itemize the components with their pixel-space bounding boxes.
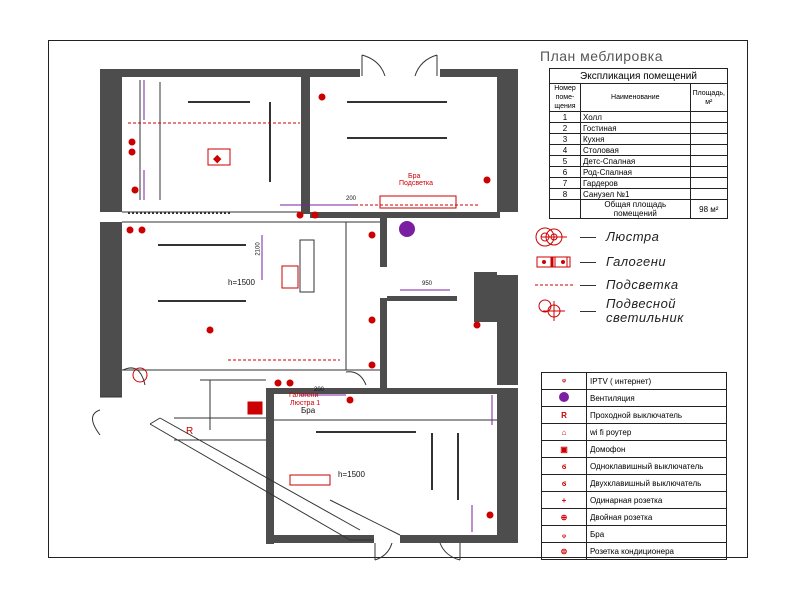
ventilation-symbol bbox=[399, 221, 415, 237]
single-socket-icon: + bbox=[541, 491, 587, 509]
label-pass-switch: R bbox=[186, 426, 194, 437]
interior-lines bbox=[92, 80, 497, 541]
total-label: Общая площадь помещений bbox=[580, 199, 691, 219]
label-h1500-b: h=1500 bbox=[338, 470, 365, 479]
doors bbox=[122, 54, 461, 561]
bath-fixture bbox=[289, 474, 331, 486]
legend-backlight: Подсветка bbox=[532, 273, 679, 297]
wall-top-right bbox=[440, 69, 518, 77]
wifi-router-icon: ⌂ bbox=[541, 423, 587, 441]
pendant-lamp-icon bbox=[532, 301, 576, 321]
chandelier-symbol bbox=[207, 148, 231, 166]
dimension-200-b: 200 bbox=[314, 387, 325, 393]
wall-right-lower bbox=[497, 391, 518, 543]
halogen-icon bbox=[532, 255, 576, 269]
legend-row: ⊜Розетка кондиционера bbox=[541, 542, 727, 560]
total-value: 98 м² bbox=[689, 199, 729, 219]
legend-row: +Одинарная розетка bbox=[541, 491, 727, 509]
dimension-200-a: 200 bbox=[346, 196, 357, 202]
label-h1500-a: h=1500 bbox=[228, 278, 255, 287]
double-switch-icon: ϭ bbox=[541, 474, 587, 492]
col-area: Площадь, м² bbox=[689, 83, 729, 112]
legend-chandelier: Люстра bbox=[532, 225, 659, 249]
chandelier-icon bbox=[532, 227, 576, 247]
wall-bottom-left bbox=[274, 535, 374, 543]
wall-top-left bbox=[100, 69, 350, 77]
wall-horizontal-mid bbox=[310, 212, 500, 218]
wall-lower-left bbox=[266, 394, 274, 544]
walls bbox=[100, 69, 518, 544]
wall-right-mid bbox=[497, 275, 518, 385]
wall-right-upper bbox=[497, 69, 518, 212]
total-row: Общая площадь помещений 98 м² bbox=[549, 199, 729, 219]
legend-halogen: Галогени bbox=[532, 250, 666, 274]
wall-kitchen-corner bbox=[474, 272, 497, 322]
double-socket-icon: ⊕ bbox=[541, 508, 587, 526]
ventilation-icon bbox=[541, 389, 587, 407]
dimension-950: 950 bbox=[422, 281, 433, 287]
wall-kitchen-left bbox=[380, 212, 387, 267]
wall-bottom-right bbox=[400, 535, 518, 543]
wall-left-lower bbox=[100, 222, 122, 397]
svg-text:◆: ◆ bbox=[213, 152, 222, 165]
explication-header: Экспликация помещений bbox=[549, 68, 728, 84]
legend-row: ⊕Двойная розетка bbox=[541, 508, 727, 526]
page-title: План меблировка bbox=[540, 48, 663, 64]
label-galogeny: Галогени bbox=[289, 392, 319, 399]
legend-row: ▣Домофон bbox=[541, 440, 727, 458]
wall-kitchen-lower bbox=[387, 296, 457, 301]
col-name: Наименование bbox=[580, 83, 691, 112]
iptv-icon: ᵠ bbox=[541, 372, 587, 390]
pass-switch-icon: R bbox=[541, 406, 587, 424]
label-bra-1: Бра bbox=[408, 173, 421, 180]
electric-symbols: ◆ bbox=[126, 93, 568, 519]
label-podsvetka-1: Подсветка bbox=[399, 180, 433, 187]
intercom-icon: ▣ bbox=[541, 440, 587, 458]
switch-cluster bbox=[126, 93, 494, 519]
ac-socket-icon: ⊜ bbox=[541, 542, 587, 560]
sconce-icon: ᵩ bbox=[541, 525, 587, 543]
wall-top-mid bbox=[300, 69, 360, 77]
halogen-group bbox=[281, 265, 299, 289]
light-lines bbox=[128, 101, 459, 500]
legend-row: ⌂wi fi роутер bbox=[541, 423, 727, 441]
label-bra-2: Бра bbox=[301, 406, 316, 415]
wall-mid-vertical-upper bbox=[301, 69, 310, 214]
dimension-2100: 2100 bbox=[255, 242, 262, 256]
intercom-symbol bbox=[247, 401, 263, 415]
dimension-lines bbox=[143, 80, 493, 532]
explication-table: Экспликация помещений Номер поме-щения Н… bbox=[549, 68, 729, 219]
backlight-icon bbox=[532, 282, 576, 288]
dining-table bbox=[379, 195, 457, 209]
wall-lower-horizontal bbox=[266, 388, 518, 394]
legend-row: Вентиляция bbox=[541, 389, 727, 407]
legend-pendant: Подвесной светильник bbox=[532, 296, 726, 326]
label-lyustra-1: Люстра 1 bbox=[290, 400, 321, 407]
single-switch-icon: ϭ bbox=[541, 457, 587, 475]
wall-kitchen-mid bbox=[380, 298, 387, 388]
wall-left-upper bbox=[100, 69, 122, 212]
col-number: Номер поме-щения bbox=[549, 83, 581, 112]
pendant-hall bbox=[132, 367, 148, 383]
